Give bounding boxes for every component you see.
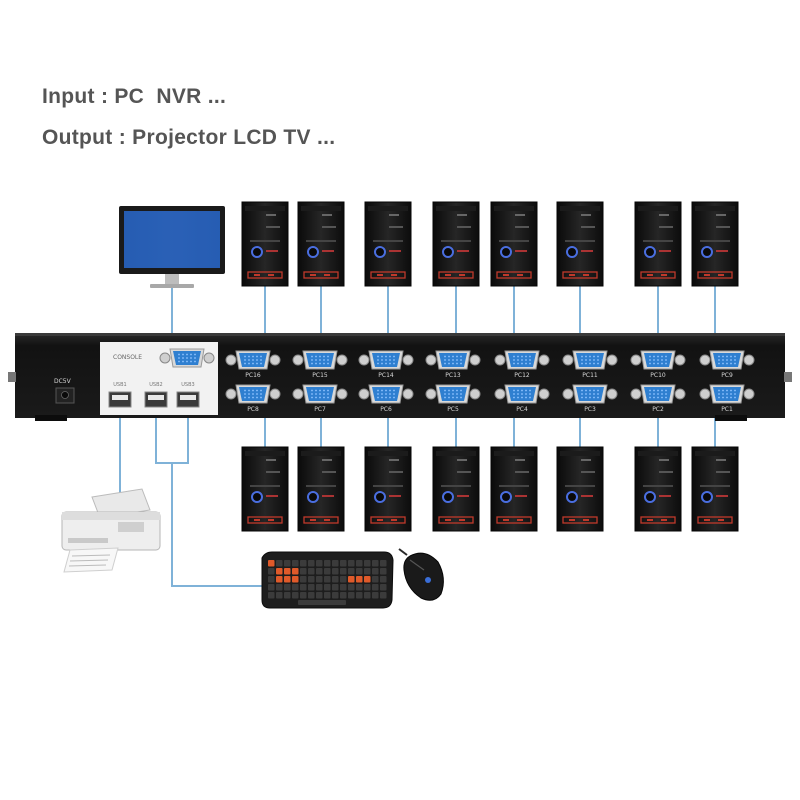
port-label: PC16 [245, 372, 261, 379]
pc-tower-icon [364, 201, 412, 287]
pc-tower-icon [691, 201, 739, 287]
headline-input: Input : PC NVR ... [42, 85, 227, 108]
port-label: PC3 [584, 406, 596, 413]
port-label: PC15 [312, 372, 328, 379]
usb-port-icon [108, 391, 132, 408]
port-label: PC13 [445, 372, 461, 379]
console-vga-port-icon [159, 348, 215, 368]
cable-group [119, 286, 716, 587]
power-label: DC5V [54, 378, 72, 385]
pc-tower-icon [297, 446, 345, 532]
monitor-icon [119, 206, 225, 288]
vga-port-icon [425, 384, 481, 404]
port-label: PC14 [378, 372, 394, 379]
usb-port-icon [176, 391, 200, 408]
port-label: PC8 [247, 406, 259, 413]
cable [171, 463, 262, 587]
port-label: PC7 [314, 406, 326, 413]
pc-tower-icon [364, 446, 412, 532]
vga-port-icon [630, 350, 686, 370]
keyboard-icon [261, 551, 394, 609]
vga-port-icon [225, 384, 281, 404]
vga-port-icon [699, 350, 755, 370]
pc-tower-icon [241, 446, 289, 532]
usb-label: USB1 [113, 382, 126, 388]
vga-port-icon [425, 350, 481, 370]
vga-port-icon [699, 384, 755, 404]
pc-tower-icon [691, 446, 739, 532]
console-label: CONSOLE [113, 354, 142, 361]
vga-port-icon [562, 384, 618, 404]
printer-icon [61, 488, 161, 573]
vga-port-icon [292, 384, 348, 404]
mouse-icon [398, 548, 444, 601]
port-label: PC10 [650, 372, 666, 379]
pc-tower-icon [556, 201, 604, 287]
pc-tower-icon [634, 201, 682, 287]
usb-port-icon [144, 391, 168, 408]
vga-port-icon [630, 384, 686, 404]
pc-tower-icon [490, 201, 538, 287]
port-label: PC6 [380, 406, 392, 413]
port-label: PC5 [447, 406, 459, 413]
pc-tower-icon [241, 201, 289, 287]
vga-port-icon [358, 384, 414, 404]
usb-label: USB3 [181, 382, 194, 388]
port-label: PC2 [652, 406, 664, 413]
vga-port-icon [562, 350, 618, 370]
pc-tower-group [241, 201, 739, 532]
port-label: PC4 [516, 406, 528, 413]
vga-port-icon [225, 350, 281, 370]
port-label: PC11 [582, 372, 598, 379]
usb-label: USB2 [149, 382, 162, 388]
port-label: PC9 [721, 372, 733, 379]
pc-tower-icon [432, 446, 480, 532]
pc-tower-icon [556, 446, 604, 532]
headline-output: Output : Projector LCD TV ... [42, 126, 336, 149]
vga-port-icon [494, 350, 550, 370]
pc-tower-icon [432, 201, 480, 287]
pc-tower-icon [297, 201, 345, 287]
vga-port-icon [292, 350, 348, 370]
vga-port-icon [494, 384, 550, 404]
port-label: PC12 [514, 372, 530, 379]
pc-tower-icon [490, 446, 538, 532]
pc-tower-icon [634, 446, 682, 532]
vga-port-icon [358, 350, 414, 370]
port-label: PC1 [721, 406, 733, 413]
